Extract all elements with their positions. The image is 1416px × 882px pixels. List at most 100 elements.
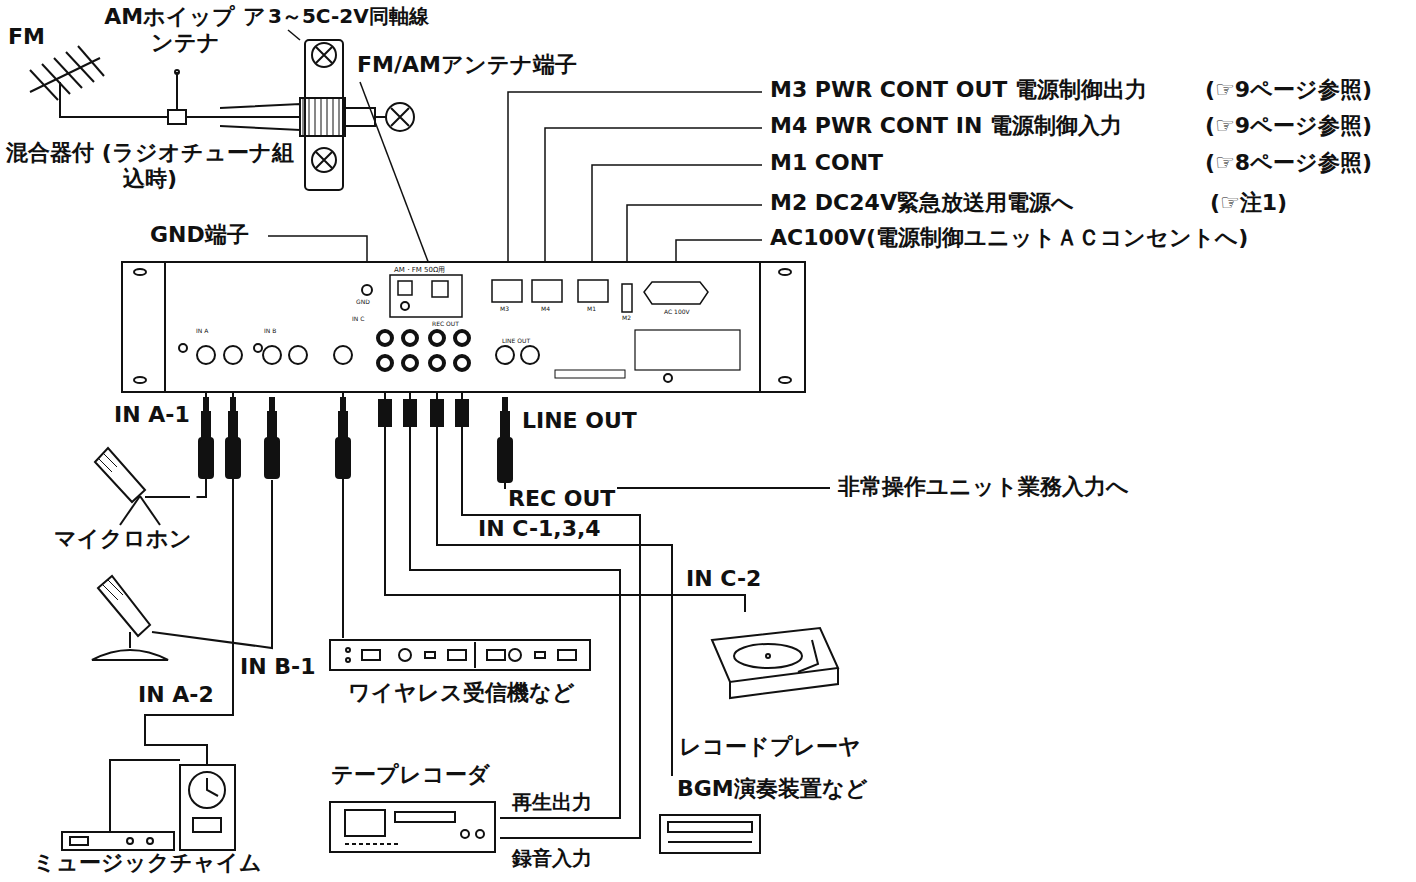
drawing-stroke — [186, 116, 300, 118]
drawing-stroke — [312, 43, 336, 67]
drawing-stroke — [336, 438, 350, 478]
drawing-stroke — [140, 496, 160, 525]
drawing-stroke — [152, 480, 272, 648]
drawing-stroke — [730, 668, 838, 698]
drawing-stroke — [390, 275, 462, 317]
drawing-stroke — [664, 374, 672, 382]
drawing-stroke — [54, 58, 82, 88]
drawing-stroke — [263, 346, 281, 364]
callout-label: AC100V(電源制御ユニットＡＣコンセントへ) — [770, 225, 1248, 251]
drawing-stroke — [401, 302, 409, 310]
drawing-stroke — [204, 398, 208, 412]
drawing-stroke — [759, 262, 761, 392]
device: ワイヤレス受信機など — [330, 638, 592, 706]
drawing-stroke — [62, 832, 174, 850]
panel-marking: GND — [356, 298, 370, 305]
panel-marking: M1 — [587, 305, 596, 312]
drawing-stroke — [254, 344, 262, 352]
drawing-stroke — [425, 652, 435, 658]
microphone-stand — [92, 480, 272, 660]
drawing-stroke — [145, 496, 190, 498]
drawing-stroke — [455, 356, 469, 370]
am-whip-mixer — [168, 70, 300, 124]
drawing-stroke — [487, 650, 505, 660]
drawing-stroke — [398, 281, 412, 295]
drawing-stroke — [341, 398, 345, 412]
device: レコードプレーヤ — [674, 612, 866, 760]
drawing-stroke — [766, 654, 770, 658]
rear-panel — [122, 262, 805, 392]
drawing-stroke — [339, 412, 347, 438]
drawing-stroke — [379, 400, 391, 426]
drawing-stroke — [448, 650, 466, 660]
callout-label: FM — [8, 24, 45, 50]
wireless-receiver — [330, 640, 590, 670]
device-name: BGM演奏装置など — [677, 776, 868, 802]
drawing-stroke — [474, 642, 476, 668]
drawing-stroke — [545, 128, 762, 278]
drawing-stroke — [224, 346, 242, 364]
panel-marking: AC 100V — [664, 308, 690, 315]
drawing-stroke — [231, 398, 235, 412]
drawing-stroke — [378, 331, 392, 345]
drawing-stroke — [492, 280, 522, 302]
amplifier-panel: AM・FM 50Ω用 — [122, 262, 805, 392]
drawing-stroke — [316, 47, 332, 63]
drawing-stroke — [430, 331, 444, 345]
fm-antenna — [30, 46, 170, 117]
drawing-stroke — [386, 103, 414, 131]
callout-label: (☞9ページ参照) — [1205, 113, 1372, 139]
drawing-stroke — [668, 841, 752, 843]
drawing-stroke — [129, 632, 131, 648]
drawing-stroke — [399, 649, 411, 661]
drawing-stroke — [316, 152, 332, 168]
drawing-stroke — [220, 104, 300, 130]
device: BGM演奏装置など — [655, 776, 900, 858]
callout-label: M4 PWR CONT IN 電源制御入力 — [770, 113, 1122, 139]
drawing-stroke — [734, 644, 802, 668]
drawing-stroke — [207, 778, 218, 796]
drawing-stroke — [199, 398, 512, 482]
device-name: ミュージックチャイム — [33, 850, 262, 876]
drawing-stroke — [268, 412, 276, 438]
drawing-stroke — [346, 658, 350, 662]
drawing-stroke — [98, 453, 117, 472]
input-label: IN A-1 — [112, 402, 192, 428]
panel-marking: M3 — [500, 305, 509, 312]
input-label: IN A-2 — [136, 682, 216, 708]
drawing-stroke — [461, 830, 469, 838]
drawing-stroke — [558, 650, 576, 660]
drawing-stroke — [345, 810, 385, 836]
drawing-stroke — [312, 148, 336, 172]
drawing-stroke — [30, 58, 100, 92]
device-name: テープレコーダ — [331, 762, 490, 788]
callout-label: (☞注1) — [1210, 190, 1287, 216]
input-label: REC OUT — [506, 486, 617, 512]
drawing-stroke — [391, 108, 409, 126]
callout-label: GND端子 — [150, 222, 249, 248]
drawing-stroke — [289, 346, 307, 364]
drawing-stroke — [305, 40, 343, 190]
callout-label: 3～5C-2V同軸線 — [268, 4, 429, 28]
drawing-stroke — [503, 398, 507, 412]
device-name: マイクロホン — [54, 526, 192, 552]
drawing-stroke — [180, 765, 235, 850]
drawing-stroke — [532, 280, 562, 302]
tape-recorder — [330, 802, 495, 852]
drawing-stroke — [346, 648, 350, 652]
drawing-stroke — [134, 377, 146, 383]
drawing-stroke — [395, 812, 455, 822]
drawing-stroke — [78, 46, 104, 76]
device: テープレコーダ — [320, 762, 500, 862]
drawing-stroke — [95, 448, 145, 502]
drawing-stroke — [378, 331, 469, 370]
drawing-stroke — [102, 579, 123, 600]
callout-label: 録音入力 — [512, 846, 592, 870]
drawing-stroke — [265, 438, 279, 478]
drawing-stroke — [66, 52, 94, 82]
drawing-stroke — [176, 72, 178, 110]
panel-marking: REC OUT — [432, 320, 459, 327]
drawing-stroke — [60, 82, 170, 117]
drawing-stroke — [127, 838, 133, 844]
drawing-stroke — [189, 772, 225, 808]
